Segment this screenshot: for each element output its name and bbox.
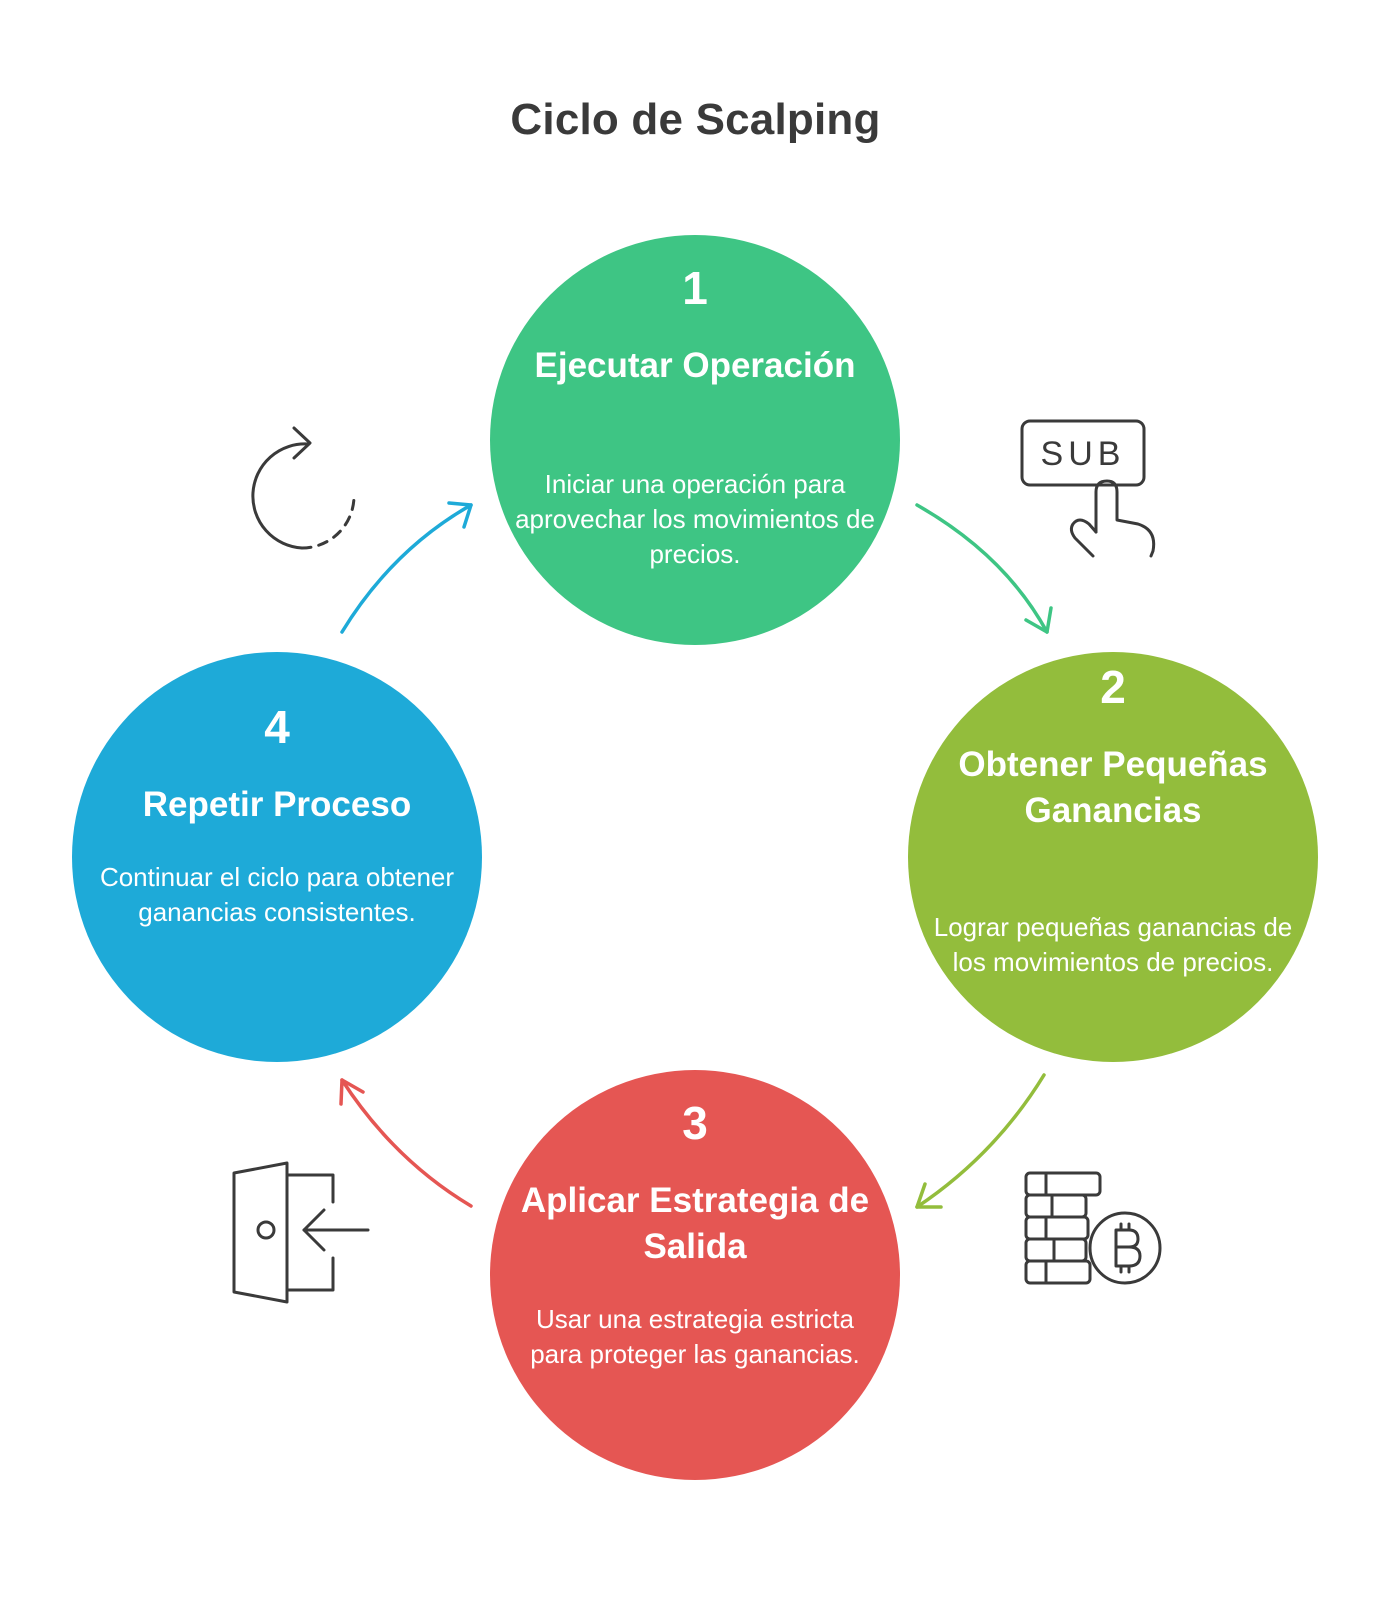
arrow-step3-to-step4 xyxy=(339,1078,473,1208)
step-title: Repetir Proceso xyxy=(142,785,412,824)
arrow-step2-to-step3 xyxy=(915,1073,1046,1209)
step-description: Lograr pequeñas ganancias de los movimie… xyxy=(933,912,1293,977)
step-number: 1 xyxy=(682,262,708,314)
exit-door-icon xyxy=(232,1161,370,1304)
bitcoin-coins-icon xyxy=(1024,1171,1162,1285)
step-number: 3 xyxy=(682,1097,708,1149)
arrow-step4-to-step1 xyxy=(340,501,473,634)
step-circle-obtener-ganancias: 2 Obtener Pequeñas Ganancias Lograr pequ… xyxy=(908,652,1318,1062)
arrow-step1-to-step2 xyxy=(915,503,1053,634)
sub-button-press-icon xyxy=(1020,419,1156,558)
step-title: Ejecutar Operación xyxy=(534,346,856,385)
sub-label: SUB xyxy=(1041,435,1126,473)
step-title: Aplicar Estrategia de Salida xyxy=(520,1181,870,1266)
step-description: Iniciar una operación para aprovechar lo… xyxy=(515,469,875,569)
step-circle-repetir-proceso: 4 Repetir Proceso Continuar el ciclo par… xyxy=(72,652,482,1062)
step-title: Obtener Pequeñas Ganancias xyxy=(958,745,1268,830)
step-number: 2 xyxy=(1100,661,1126,713)
step-description: Continuar el ciclo para obtener ganancia… xyxy=(99,862,455,927)
step-circle-estrategia-salida: 3 Aplicar Estrategia de Salida Usar una … xyxy=(490,1070,900,1480)
refresh-icon xyxy=(251,426,356,550)
step-number: 4 xyxy=(264,701,290,753)
step-description: Usar una estrategia estricta para proteg… xyxy=(530,1304,860,1369)
page-title: Ciclo de Scalping xyxy=(510,95,881,144)
step-circle-ejecutar-operacion: 1 Ejecutar Operación Iniciar una operaci… xyxy=(490,235,900,645)
